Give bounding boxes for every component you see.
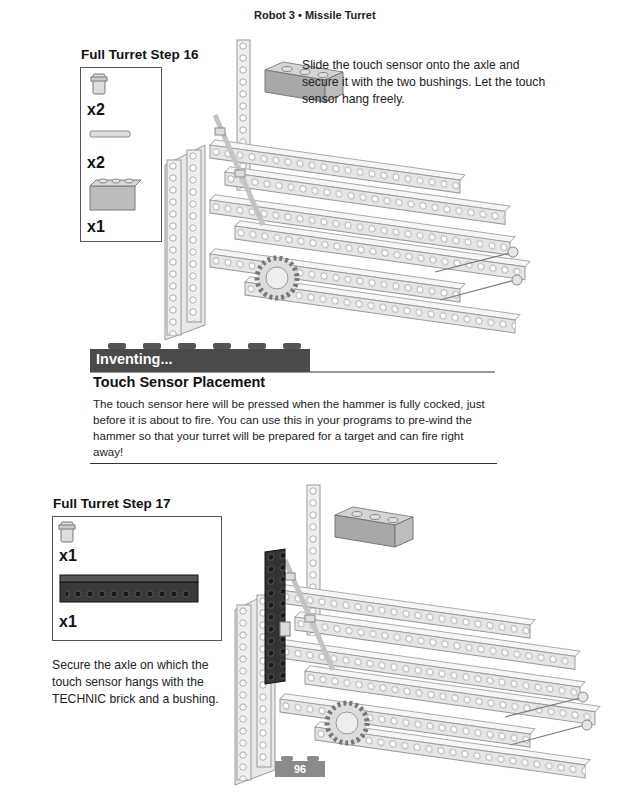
drawing-part	[99, 179, 107, 183]
drawing-part	[90, 186, 135, 210]
drawing-part	[125, 179, 133, 183]
drawing-part	[91, 77, 107, 81]
drawing-part	[90, 131, 130, 137]
running-header: Robot 3 • Missile Turret	[254, 9, 376, 21]
drawing-part	[66, 587, 192, 599]
black-beam	[265, 549, 285, 684]
inventing-box: Inventing... Touch Sensor PlacementThe to…	[90, 343, 497, 464]
page-number: 96	[275, 761, 325, 777]
drawing-part	[59, 525, 75, 529]
instruction-text: Slide the touch sensor onto the axle and…	[302, 57, 547, 108]
quantity: x1	[59, 613, 77, 631]
instruction-text: Secure the axle on which the touch senso…	[52, 657, 232, 708]
drawing-part	[60, 575, 198, 582]
step-heading: Full Turret Step 17	[53, 496, 171, 511]
quantity: x2	[87, 101, 105, 119]
quantity: x2	[87, 154, 105, 172]
inventing-band: Inventing...	[90, 349, 310, 372]
drawing-part	[265, 549, 285, 684]
quantity: x1	[59, 547, 77, 565]
step-heading: Full Turret Step 16	[81, 47, 199, 62]
inventing-heading: Touch Sensor Placement	[93, 374, 265, 390]
drawing-part	[60, 582, 198, 602]
drawing-part	[265, 549, 285, 684]
drawing-part	[112, 179, 120, 183]
quantity: x1	[87, 218, 105, 236]
inventing-body: The touch sensor here will be pressed wh…	[93, 396, 493, 460]
parts-box: Full Turret Step 16x2x2x1	[80, 67, 162, 242]
drawing-part	[90, 180, 141, 186]
turret-model	[235, 485, 600, 785]
bushing	[280, 622, 290, 636]
parts-box: Full Turret Step 17x1x1	[52, 516, 222, 641]
